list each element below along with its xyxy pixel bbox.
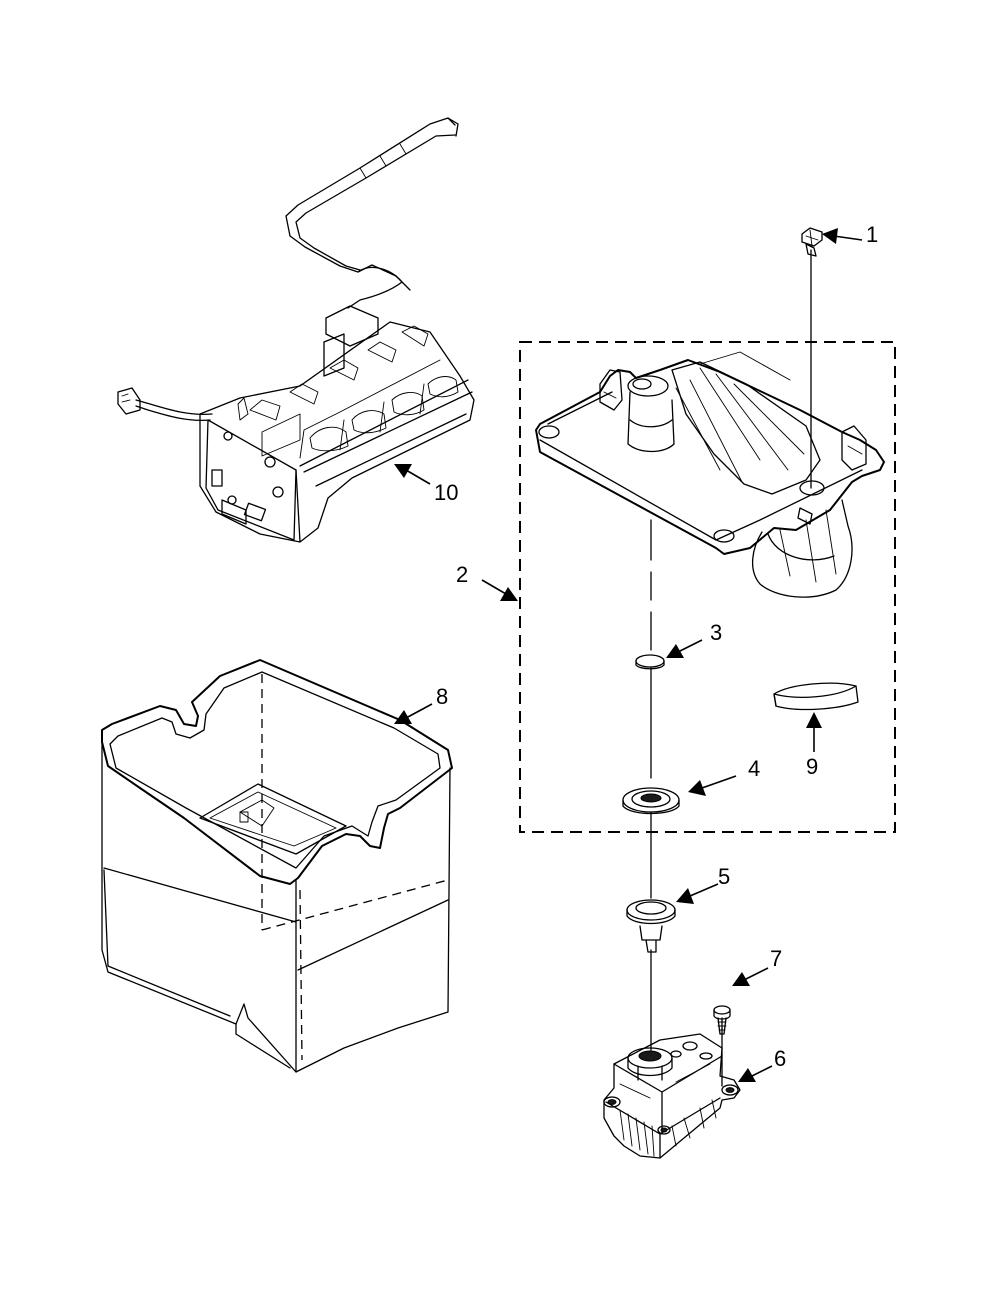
callout-arrows	[394, 228, 863, 1082]
auger-housing	[535, 351, 885, 598]
callout-1: 1	[866, 222, 878, 247]
kit-boundary	[519, 341, 896, 833]
callout-2: 2	[456, 562, 468, 587]
callout-7: 7	[770, 946, 782, 971]
screw-part-7	[713, 1005, 731, 1035]
bearing-part-4	[622, 787, 680, 815]
callout-5: 5	[718, 864, 730, 889]
band-part-9	[773, 682, 859, 711]
callout-9: 9	[806, 754, 818, 779]
motor-part-6	[603, 1033, 741, 1159]
washer-part-3	[635, 654, 665, 670]
callout-10: 10	[434, 480, 458, 505]
callout-3: 3	[710, 620, 722, 645]
ice-bin	[101, 659, 453, 1073]
callout-4: 4	[748, 756, 760, 781]
coupler-part-5	[626, 899, 676, 953]
icemaker-assembly	[117, 117, 475, 543]
callout-8: 8	[436, 684, 448, 709]
callout-6: 6	[774, 1046, 786, 1071]
screw-part-1	[801, 227, 823, 257]
